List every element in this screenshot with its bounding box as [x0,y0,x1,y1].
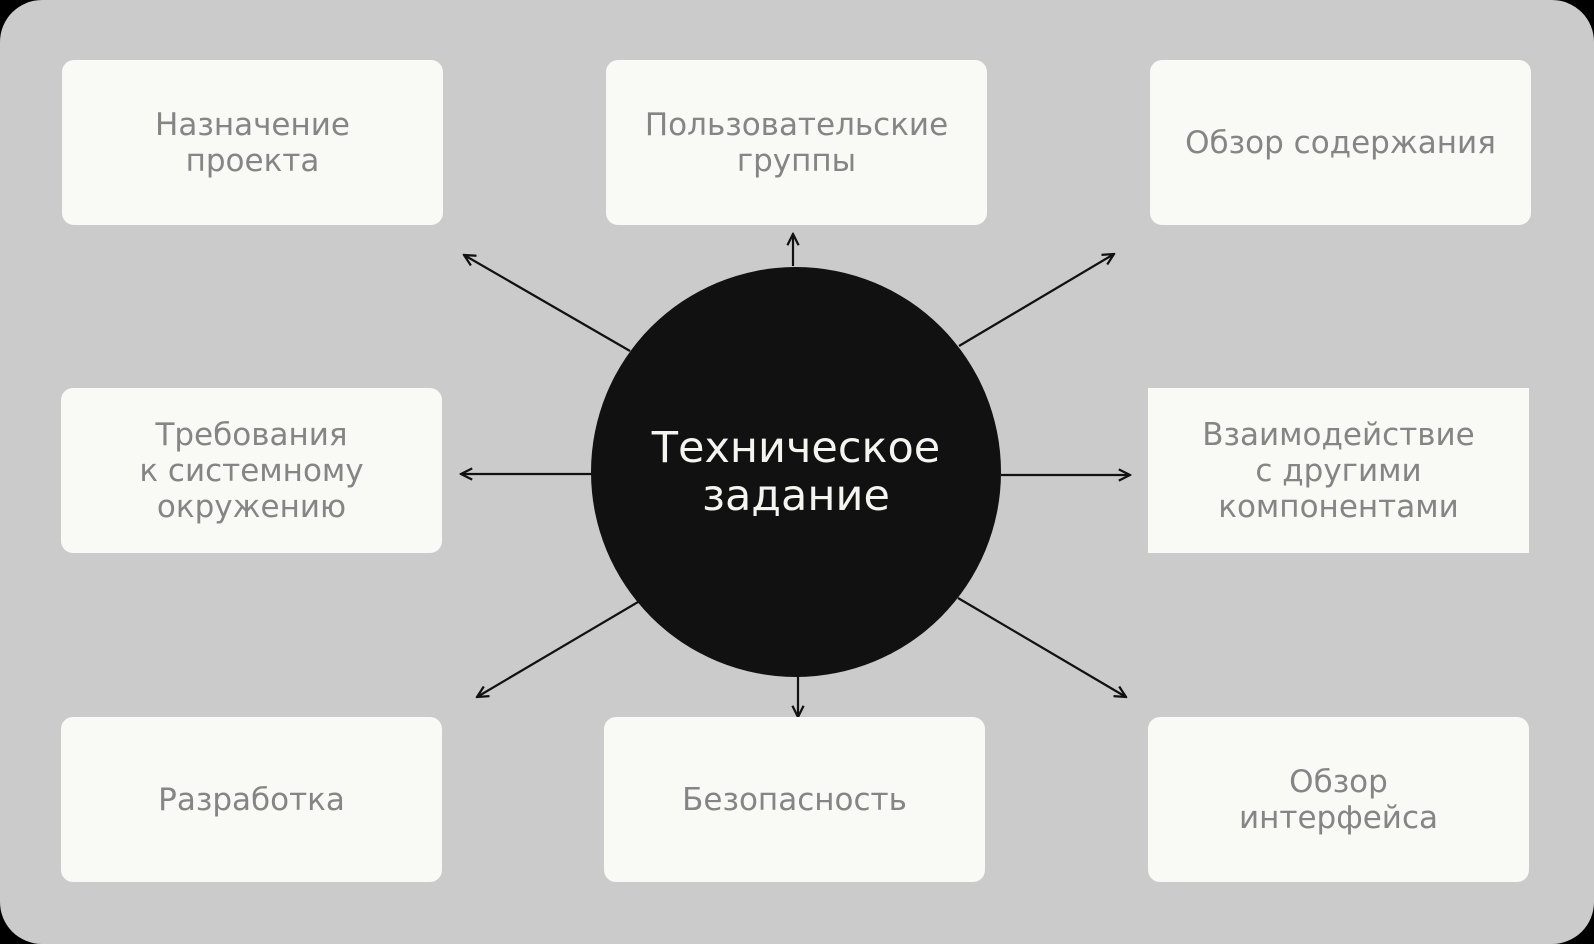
arrow-to-development [477,601,639,697]
arrow-to-interface-overview [957,597,1126,697]
node-content-overview: Обзор содержания [1150,60,1531,225]
arrow-to-purpose [464,255,631,352]
node-project-purpose: Назначение проекта [62,60,443,225]
node-component-interaction: Взаимодействие с другими компонентами [1148,388,1529,553]
node-interface-overview: Обзор интерфейса [1148,717,1529,882]
node-user-groups: Пользовательские группы [606,60,987,225]
arrow-to-content-overview [958,254,1114,347]
node-system-requirements: Требования к системному окружению [61,388,442,553]
node-security: Безопасность [604,717,985,882]
node-development: Разработка [61,717,442,882]
center-node: Техническое задание [591,267,1001,677]
